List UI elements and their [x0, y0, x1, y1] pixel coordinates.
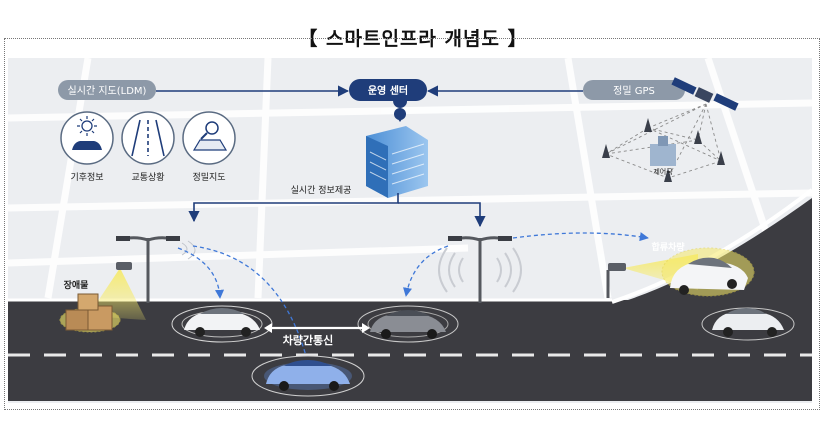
center-label: 운영 센터 [368, 84, 408, 97]
gps-pill: 정밀 GPS [583, 80, 685, 100]
merge-label: 합류차량 [651, 241, 685, 253]
dotted-frame [4, 38, 820, 410]
gps-links [604, 103, 722, 179]
sensor-signal-arrows [177, 232, 649, 357]
ldm-pill: 실시간 지도(LDM) [58, 80, 156, 100]
car-right [701, 307, 795, 341]
center-pill: 운영 센터 [349, 79, 427, 101]
v2v-link: 차량간통신 [264, 323, 370, 347]
icon-label-traffic: 교통상황 [131, 172, 164, 183]
control-station-label: 제어국 [653, 167, 673, 176]
map-magnifier-icon [192, 121, 228, 151]
traffic-icon-group: 교통상황 [121, 111, 175, 183]
control-station: 제어국 [650, 136, 676, 176]
gps-label: 정밀 GPS [613, 85, 655, 97]
ldm-label: 실시간 지도(LDM) [68, 85, 147, 97]
satellite-icon [671, 77, 739, 111]
operation-center-building [366, 94, 428, 198]
car-center [357, 305, 459, 343]
location-pin-icon [394, 108, 406, 120]
v2v-label: 차량간통신 [283, 333, 334, 347]
car-highlighted [251, 355, 365, 397]
icon-label-map: 정밀지도 [192, 171, 225, 183]
gps-antennas [602, 118, 725, 182]
signal-waves-icon [438, 247, 522, 293]
diagram-title-text: 【 스마트인프라 개념도 】 [288, 28, 538, 50]
map-icon-group: 정밀지도 [182, 111, 236, 183]
diagram-title: 【 스마트인프라 개념도 】 [0, 24, 826, 51]
merging-car: 합류차량 [651, 241, 755, 297]
obstacle-label: 장애물 [64, 279, 89, 291]
concept-scene: 실시간 지도(LDM) 운영 센터 정밀 GPS 기후정보 교통상황 정밀지도 [8, 58, 812, 403]
obstacle-boxes: 장애물 [59, 279, 121, 333]
street-lamp-center [438, 236, 522, 303]
icon-label-weather: 기후정보 [70, 172, 103, 183]
car-left [171, 305, 273, 343]
info-distribution-arrows: 실시간 정보제공 [188, 185, 486, 228]
road-lanes-icon [131, 119, 165, 157]
weather-sun-car-icon [72, 116, 102, 150]
street-lamp-left [116, 236, 196, 303]
info-label: 실시간 정보제공 [291, 185, 352, 196]
weather-icon-group: 기후정보 [60, 111, 114, 183]
